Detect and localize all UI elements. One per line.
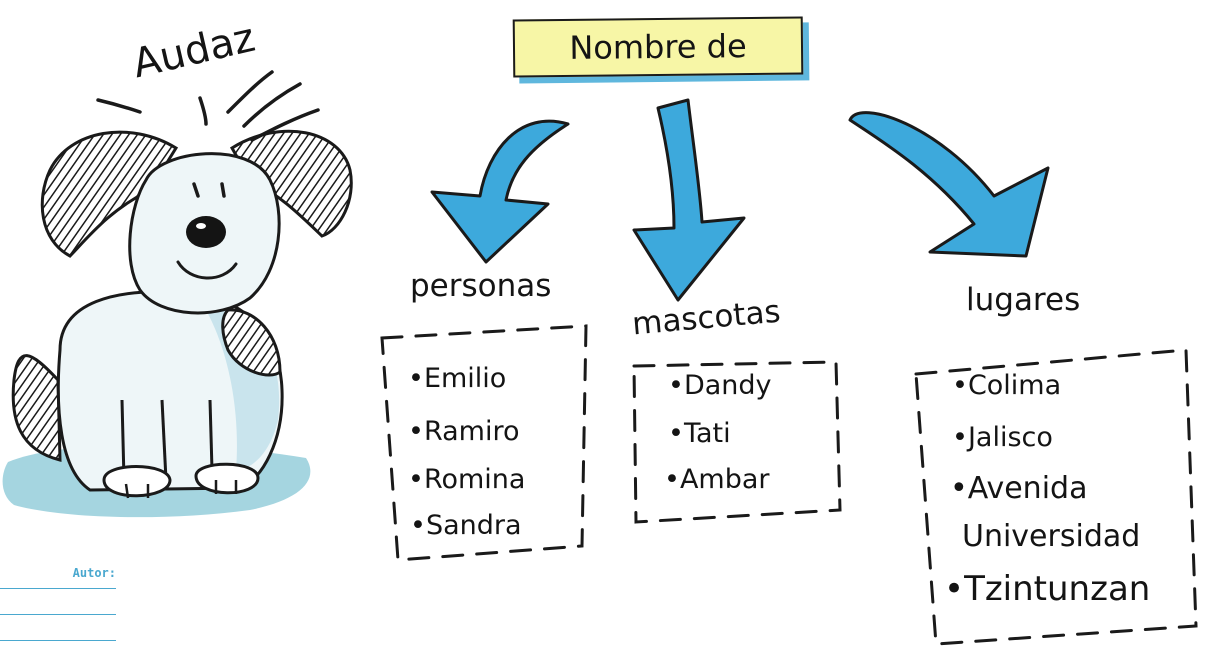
- list-item: •Emilio: [408, 363, 507, 394]
- dog-ear-left: [40, 130, 179, 258]
- list-item: •Ambar: [664, 464, 770, 495]
- dog-tail: [11, 354, 62, 462]
- category-heading-personas: personas: [410, 268, 552, 304]
- arrow-mascotas: [632, 98, 746, 302]
- dog-paw-left: [102, 465, 172, 498]
- dog-nose: [186, 216, 226, 248]
- list-item-text: Ramiro: [423, 416, 520, 447]
- list-item-text: Romina: [423, 464, 526, 495]
- list-item: •Ramiro: [408, 416, 520, 447]
- list-item: •Avenida: [950, 471, 1088, 506]
- author-line: [0, 588, 116, 589]
- page-title: Nombre de: [512, 16, 804, 78]
- list-item-text: Tzintunzan: [964, 569, 1151, 609]
- list-item-text: Ambar: [679, 464, 770, 495]
- list-item: •Colima: [952, 370, 1062, 401]
- list-item: •Dandy: [668, 370, 772, 401]
- list-item: •Sandra: [410, 510, 522, 541]
- arrow-personas: [430, 119, 570, 264]
- dog-spot: [221, 308, 282, 377]
- list-item-text: Dandy: [683, 370, 772, 401]
- dog-smile: [176, 260, 238, 280]
- list-item: Universidad: [962, 522, 1140, 552]
- author-line: [0, 640, 116, 641]
- list-item: •Romina: [408, 464, 526, 495]
- list-item-text: Emilio: [423, 363, 507, 394]
- list-item: •Tati: [668, 418, 731, 449]
- list-item-text: Tati: [683, 418, 731, 449]
- list-item: •Tzintunzan: [944, 569, 1151, 609]
- dog-ear-right: [229, 129, 353, 238]
- list-item-text: Universidad: [962, 519, 1141, 554]
- list-item: •Jalisco: [952, 422, 1053, 453]
- author-label: Autor:: [72, 566, 116, 580]
- author-line: [0, 614, 116, 615]
- list-item-text: Avenida: [967, 471, 1088, 506]
- list-item-text: Colima: [967, 370, 1062, 401]
- box-lugares: [914, 348, 1198, 646]
- dog-paw-right: [194, 462, 260, 495]
- list-item-text: Jalisco: [967, 422, 1053, 453]
- box-mascotas: [632, 360, 842, 524]
- arrow-lugares: [848, 111, 1050, 258]
- list-item-text: Sandra: [425, 510, 522, 541]
- category-heading-lugares: lugares: [966, 282, 1081, 318]
- box-personas: [380, 324, 588, 562]
